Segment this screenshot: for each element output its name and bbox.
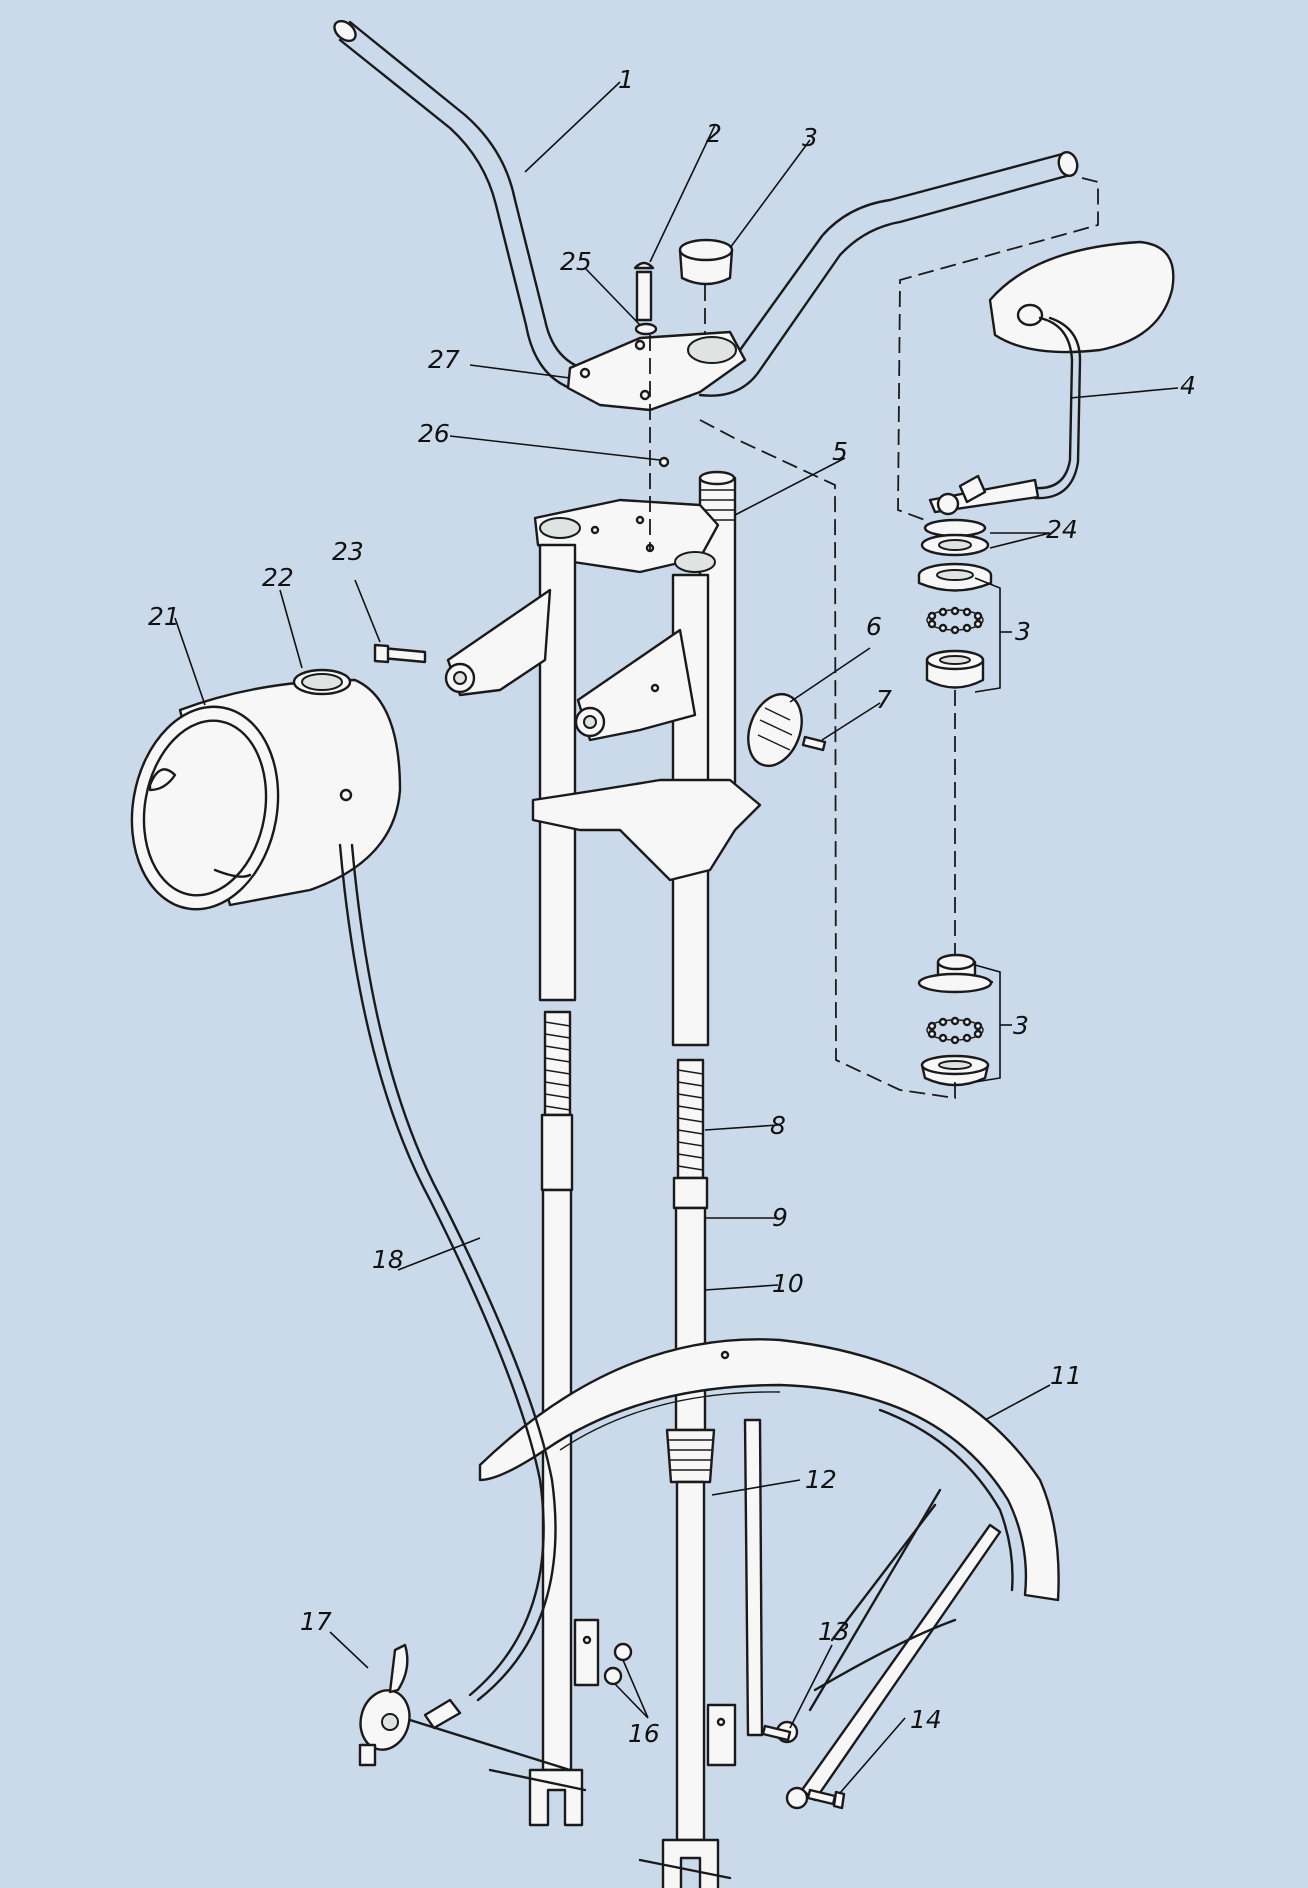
headlamp-part	[130, 668, 402, 911]
reflector-part	[747, 692, 827, 768]
nuts-part	[603, 1642, 633, 1686]
callout-label: 27	[428, 345, 460, 374]
callout-label: 26	[418, 419, 450, 448]
callout-label: 9	[772, 1203, 788, 1232]
cap-part	[678, 238, 734, 286]
lamp-bracket-right	[574, 628, 697, 742]
lamp-switch-part	[358, 1643, 572, 1772]
ball-part	[658, 456, 670, 468]
fork-crown-part	[533, 498, 720, 574]
callout-label: 5	[832, 437, 848, 466]
callout-label: 10	[772, 1269, 804, 1298]
callout-label: 14	[910, 1705, 942, 1734]
assembly-dashed-lines	[649, 177, 1099, 1100]
callout-label: 3	[802, 123, 818, 152]
fender-brackets	[573, 1618, 737, 1767]
lamp-bracket-left	[444, 588, 552, 697]
cable-part	[338, 843, 557, 1702]
callout-label: 1	[618, 65, 634, 94]
upper-bearing-set-part	[917, 562, 993, 689]
callout-label: 4	[1180, 371, 1196, 400]
callout-label: 3	[1013, 1011, 1029, 1040]
bolt-part	[633, 261, 658, 336]
callout-label: 18	[372, 1245, 404, 1274]
mudguard-stays	[743, 1418, 1002, 1810]
spring-left	[543, 1010, 572, 1117]
lower-crown-part	[531, 778, 762, 882]
lamp-bolt-part	[373, 643, 427, 664]
callout-label: 3	[1015, 617, 1031, 646]
callout-label: 17	[300, 1607, 332, 1636]
leader-lines	[174, 81, 1179, 1794]
fork-leg-right	[638, 1176, 732, 1888]
callout-label: 13	[818, 1617, 850, 1646]
callout-label: 24	[1046, 515, 1078, 544]
callout-label: 8	[770, 1111, 786, 1140]
callout-label: 25	[560, 247, 592, 276]
clamp-plate-part	[566, 330, 747, 412]
fork-leg-left	[488, 1113, 587, 1827]
spring-right	[676, 1058, 705, 1180]
mudguard-part	[478, 1338, 1060, 1602]
callout-label: 7	[876, 685, 892, 714]
callout-label: 16	[628, 1719, 660, 1748]
callout-label: 12	[805, 1465, 837, 1494]
lower-bearing-set-part	[917, 953, 994, 1087]
callout-label: 2	[706, 119, 722, 148]
callout-label: 23	[332, 537, 364, 566]
callout-label: 22	[262, 563, 294, 592]
callout-label: 11	[1050, 1361, 1082, 1390]
stay-bolts-part	[761, 1724, 846, 1810]
callout-labels: 1 2 3 4 5 6 7 8 9 10 11 12 13 14 16 17 1…	[148, 65, 1196, 1748]
mirror-part	[928, 240, 1175, 516]
callout-label: 6	[866, 612, 882, 641]
callout-label: 21	[148, 602, 180, 631]
headset-washers-part	[920, 518, 990, 557]
